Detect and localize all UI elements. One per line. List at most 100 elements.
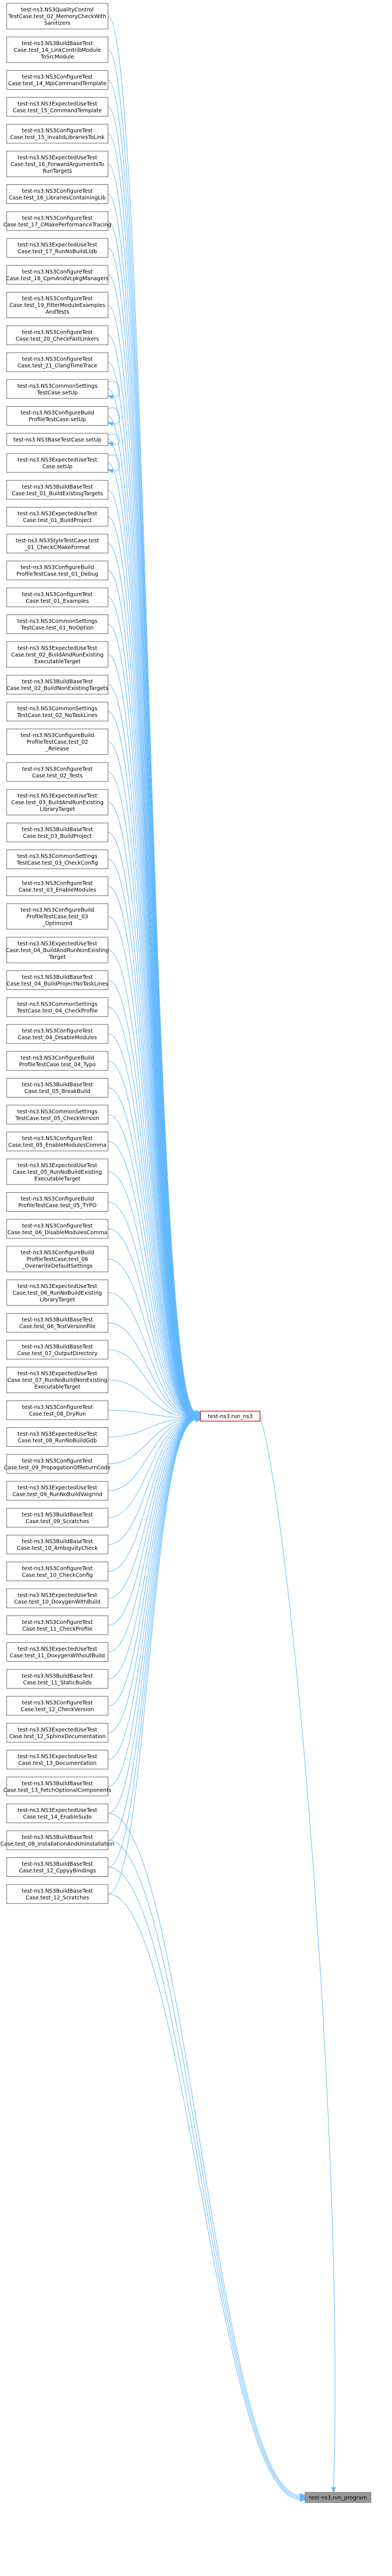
caller-node-test-ns3-ns3commonsettings-testcase-test-03-checkconfig-box — [6, 850, 109, 869]
caller-node-test-ns3-ns3commonsettings-testcase-test-02-notasklines[interactable]: test-ns3.NS3CommonSettingsTestCase.test_… — [6, 701, 109, 721]
caller-node-test-ns3-ns3expectedusetest-case-test-05-runnobuildexisting--box — [6, 1158, 109, 1185]
caller-node-test-ns3-ns3buildbasetest-case-test-07-outputdirectory-label-line: Case.test_07_OutputDirectory — [17, 1350, 98, 1357]
caller-node-test-ns3-ns3buildbasetest-case-test-12-cppyybindings[interactable]: test-ns3.NS3BuildBaseTestCase.test_12_Cp… — [6, 1857, 109, 1877]
self-loop-n13 — [107, 380, 120, 398]
caller-node-test-ns3-ns3configurebuild-profiletestcase-test-02-release[interactable]: test-ns3.NS3ConfigureBuildProfileTestCas… — [6, 729, 109, 755]
caller-node-test-ns3-ns3configuretest-case-test-19-filtermoduleexamples-[interactable]: test-ns3.NS3ConfigureTestCase.test_19_Fi… — [6, 292, 109, 318]
caller-node-test-ns3-ns3buildbasetest-case-test-04-buildprojectnotasklin[interactable]: test-ns3.NS3BuildBaseTestCase.test_04_Bu… — [6, 970, 109, 990]
caller-node-test-ns3-ns3configuretest-case-test-20-checkfastlinkers[interactable]: test-ns3.NS3ConfigureTestCase.test_20_Ch… — [6, 325, 109, 345]
edge-n39-to-run-ns3 — [107, 1114, 197, 1417]
caller-node-test-ns3-ns3configurebuild-profiletestcase-test-02-release-box — [6, 729, 109, 755]
caller-node-test-ns3-ns3configurebuild-profiletestcase-test-06-overwrite[interactable]: test-ns3.NS3ConfigureBuildProfileTestCas… — [6, 1246, 109, 1272]
caller-node-test-ns3-ns3buildbasetest-case-test-10-ambiguitycheck-label-line: test-ns3.NS3BuildBaseTest — [22, 1539, 93, 1545]
caller-node-test-ns3-ns3expectedusetest-case-test-03-buildandrunexisting[interactable]: test-ns3.NS3ExpectedUseTestCase.test_03_… — [6, 789, 109, 816]
caller-node-test-ns3-ns3expectedusetest-case-test-16-forwardargumentsto-[interactable]: test-ns3.NS3ExpectedUseTestCase.test_16_… — [6, 150, 109, 177]
caller-node-test-ns3-ns3configuretest-case-test-01-examples[interactable]: test-ns3.NS3ConfigureTestCase.test_01_Ex… — [6, 587, 109, 607]
caller-node-test-ns3-ns3qualitycontrol-testcase-test-02-memorycheckwith--label-line: TestCase.test_02_MemoryCheckWith — [8, 14, 106, 20]
caller-node-test-ns3-ns3expectedusetest-case-test-13-documentation-box — [6, 1750, 109, 1769]
caller-node-test-ns3-ns3configuretest-case-test-03-enablemodules-label-line: test-ns3.NS3ConfigureTest — [22, 880, 93, 886]
caller-node-test-ns3-ns3configuretest-case-test-16-librariescontainingli-label-line: test-ns3.NS3ConfigureTest — [22, 188, 93, 194]
caller-node-test-ns3-ns3expectedusetest-case-test-09-runnobuildvalgrind[interactable]: test-ns3.NS3ExpectedUseTestCase.test_09_… — [6, 1481, 109, 1501]
caller-node-test-ns3-ns3buildbasetest-case-test-08-installationanduninst-box — [6, 1830, 109, 1850]
caller-node-test-ns3-ns3buildbasetest-case-test-09-scratches[interactable]: test-ns3.NS3BuildBaseTestCase.test_09_Sc… — [6, 1507, 109, 1528]
caller-node-test-ns3-ns3expectedusetest-case-test-15-commandtemplate[interactable]: test-ns3.NS3ExpectedUseTestCase.test_15_… — [6, 97, 109, 117]
caller-node-test-ns3-ns3configuretest-case-test-18-cpmandvcpkgmanagers[interactable]: test-ns3.NS3ConfigureTestCase.test_18_Cp… — [6, 265, 109, 285]
caller-node-test-ns3-ns3expectedusetest-case-test-10-doxygenwithbuild[interactable]: test-ns3.NS3ExpectedUseTestCase.test_10_… — [6, 1588, 109, 1608]
caller-node-test-ns3-ns3expectedusetest-case-test-02-buildandrunexisting[interactable]: test-ns3.NS3ExpectedUseTestCase.test_02_… — [6, 641, 109, 668]
caller-node-test-ns3-ns3expectedusetest-case-test-08-runnobuildgdb[interactable]: test-ns3.NS3ExpectedUseTestCase.test_08_… — [6, 1427, 109, 1447]
caller-node-test-ns3-ns3commonsettings-testcase-test-01-nooption[interactable]: test-ns3.NS3CommonSettingsTestCase.test_… — [6, 614, 109, 634]
caller-node-test-ns3-ns3configuretest-case-test-11-checkprofile[interactable]: test-ns3.NS3ConfigureTestCase.test_11_Ch… — [6, 1615, 109, 1635]
caller-node-test-ns3-ns3buildbasetest-case-test-07-outputdirectory[interactable]: test-ns3.NS3BuildBaseTestCase.test_07_Ou… — [6, 1340, 109, 1360]
caller-node-test-ns3-ns3configuretest-case-test-08-dryrun[interactable]: test-ns3.NS3ConfigureTestCase.test_08_Dr… — [6, 1400, 109, 1420]
caller-node-test-ns3-ns3configuretest-case-test-15-invalidlibrariestolin[interactable]: test-ns3.NS3ConfigureTestCase.test_15_In… — [6, 124, 109, 144]
caller-node-test-ns3-ns3expectedusetest-case-test-05-runnobuildexisting--label-line: ExecutableTarget — [35, 1176, 81, 1182]
caller-node-test-ns3-ns3buildbasetest-case-test-01-buildexistingtargets[interactable]: test-ns3.NS3BuildBaseTestCase.test_01_Bu… — [6, 480, 109, 500]
caller-node-test-ns3-ns3configuretest-case-test-17-cmakeperformancetraci[interactable]: test-ns3.NS3ConfigureTestCase.test_17_CM… — [3, 211, 111, 231]
caller-node-test-ns3-ns3buildbasetest-case-test-05-breakbuild-label-line: test-ns3.NS3BuildBaseTest — [22, 1082, 93, 1088]
caller-node-test-ns3-ns3configuretest-case-test-10-checkconfig[interactable]: test-ns3.NS3ConfigureTestCase.test_10_Ch… — [6, 1562, 109, 1582]
caller-node-test-ns3-ns3buildbasetest-case-test-09-scratches-box — [6, 1507, 109, 1528]
caller-node-test-ns3-ns3buildbasetest-case-test-03-buildproject[interactable]: test-ns3.NS3BuildBaseTestCase.test_03_Bu… — [6, 822, 109, 842]
caller-node-test-ns3-ns3configuretest-case-test-19-filtermoduleexamples--label-line: Case.test_19_FilterModuleExamples — [9, 303, 105, 309]
caller-node-test-ns3-ns3expectedusetest-case-test-07-runnobuildnonexisti[interactable]: test-ns3.NS3ExpectedUseTestCase.test_07_… — [6, 1367, 109, 1393]
caller-node-test-ns3-ns3buildbasetest-case-test-12-scratches[interactable]: test-ns3.NS3BuildBaseTestCase.test_12_Sc… — [6, 1884, 109, 1904]
caller-node-test-ns3-ns3configurebuild-profiletestcase-test-03-optimized[interactable]: test-ns3.NS3ConfigureBuildProfileTestCas… — [6, 903, 109, 930]
caller-node-test-ns3-ns3expectedusetest-case-test-01-buildproject[interactable]: test-ns3.NS3ExpectedUseTestCase.test_01_… — [6, 507, 109, 526]
self-loop-arrowhead-n13 — [107, 394, 114, 400]
caller-node-test-ns3-ns3expectedusetest-case-test-11-doxygenwithoutbuild[interactable]: test-ns3.NS3ExpectedUseTestCase.test_11_… — [6, 1642, 109, 1662]
caller-node-test-ns3-ns3configurebuild-profiletestcase-test-01-debug-label-line: test-ns3.NS3ConfigureBuild — [21, 565, 94, 571]
caller-node-test-ns3-ns3configurebuild-profiletestcase-setup[interactable]: test-ns3.NS3ConfigureBuildProfileTestCas… — [6, 406, 109, 426]
caller-node-test-ns3-ns3expectedusetest-case-test-04-buildandrunnonexist[interactable]: test-ns3.NS3ExpectedUseTestCase.test_04_… — [6, 936, 109, 963]
caller-node-test-ns3-ns3buildbasetest-case-test-14-linkcontribmodule-tos[interactable]: test-ns3.NS3BuildBaseTestCase.test_14_Li… — [6, 36, 109, 63]
caller-node-test-ns3-ns3configurebuild-profiletestcase-test-01-debug[interactable]: test-ns3.NS3ConfigureBuildProfileTestCas… — [6, 560, 109, 580]
caller-node-test-ns3-ns3buildbasetest-case-test-02-buildnonexistingtarge[interactable]: test-ns3.NS3BuildBaseTestCase.test_02_Bu… — [6, 675, 109, 695]
caller-node-test-ns3-ns3buildbasetest-case-test-10-ambiguitycheck[interactable]: test-ns3.NS3BuildBaseTestCase.test_10_Am… — [6, 1535, 109, 1554]
caller-node-test-ns3-ns3expectedusetest-case-test-14-enablesudo[interactable]: test-ns3.NS3ExpectedUseTestCase.test_14_… — [6, 1803, 109, 1823]
caller-node-test-ns3-ns3configuretest-case-test-05-enablemodulescomma[interactable]: test-ns3.NS3ConfigureTestCase.test_05_En… — [6, 1131, 109, 1152]
run-program-node[interactable]: test-ns3.run_program — [305, 2492, 371, 2503]
caller-node-test-ns3-ns3configurebuild-profiletestcase-test-03-optimized-box — [6, 903, 109, 930]
edge-n40-to-run-ns3 — [107, 1141, 197, 1417]
caller-node-test-ns3-ns3expectedusetest-case-test-17-runnobuildlldb[interactable]: test-ns3.NS3ExpectedUseTestCase.test_17_… — [6, 238, 109, 258]
caller-node-test-ns3-ns3configuretest-case-test-12-checkversion[interactable]: test-ns3.NS3ConfigureTestCase.test_12_Ch… — [6, 1696, 109, 1716]
caller-node-test-ns3-ns3basetestcase-setup[interactable]: test-ns3.NS3BaseTestCase.setUp — [6, 433, 109, 446]
caller-node-test-ns3-ns3configuretest-case-test-21-clangtimetrace-label-line: test-ns3.NS3ConfigureTest — [22, 357, 93, 363]
caller-node-test-ns3-ns3commonsettings-testcase-test-03-checkconfig[interactable]: test-ns3.NS3CommonSettingsTestCase.test_… — [6, 850, 109, 869]
caller-node-test-ns3-ns3styletestcase-test-01-checkcmakeformat[interactable]: test-ns3.NS3StyleTestCase.test_01_CheckC… — [6, 534, 109, 554]
caller-node-test-ns3-ns3buildbasetest-case-test-06-testversionfile-label-line: Case.test_06_TestVersionFile — [19, 1324, 96, 1330]
caller-node-test-ns3-ns3configuretest-case-test-12-checkversion-label-line: test-ns3.NS3ConfigureTest — [22, 1700, 93, 1706]
run-program-node-box — [305, 2492, 371, 2503]
caller-node-test-ns3-ns3buildbasetest-case-test-14-linkcontribmodule-tos-label-line: test-ns3.NS3BuildBaseTest — [22, 41, 93, 47]
caller-node-test-ns3-ns3expectedusetest-case-test-05-runnobuildexisting-[interactable]: test-ns3.NS3ExpectedUseTestCase.test_05_… — [6, 1158, 109, 1185]
caller-node-test-ns3-ns3expectedusetest-case-test-12-sphinxdocumentation[interactable]: test-ns3.NS3ExpectedUseTestCase.test_12_… — [6, 1723, 109, 1743]
caller-node-test-ns3-ns3expectedusetest-case-test-13-documentation[interactable]: test-ns3.NS3ExpectedUseTestCase.test_13_… — [6, 1750, 109, 1769]
caller-node-test-ns3-ns3configuretest-case-test-19-filtermoduleexamples--box — [6, 292, 109, 318]
caller-node-test-ns3-ns3configuretest-case-test-09-propagationofreturnco-label-line: Case.test_09_PropagationOfReturnCode — [4, 1465, 111, 1471]
caller-node-test-ns3-ns3buildbasetest-case-test-08-installationanduninst[interactable]: test-ns3.NS3BuildBaseTestCase.test_08_In… — [1, 1830, 115, 1850]
caller-node-test-ns3-ns3commonsettings-testcase-test-05-checkversion[interactable]: test-ns3.NS3CommonSettingsTestCase.test_… — [6, 1105, 109, 1125]
caller-node-test-ns3-ns3configuretest-case-test-16-librariescontainingli[interactable]: test-ns3.NS3ConfigureTestCase.test_16_Li… — [6, 184, 109, 204]
caller-node-test-ns3-ns3expectedusetest-case-test-02-buildandrunexisting-label-line: test-ns3.NS3ExpectedUseTest — [17, 645, 97, 651]
caller-node-test-ns3-ns3configuretest-case-test-14-mpicommandtemplate[interactable]: test-ns3.NS3ConfigureTestCase.test_14_Mp… — [6, 70, 109, 90]
caller-node-test-ns3-ns3configurebuild-profiletestcase-test-05-typo[interactable]: test-ns3.NS3ConfigureBuildProfileTestCas… — [6, 1192, 109, 1212]
caller-node-test-ns3-ns3buildbasetest-case-test-05-breakbuild[interactable]: test-ns3.NS3BuildBaseTestCase.test_05_Br… — [6, 1078, 109, 1097]
caller-node-test-ns3-ns3configuretest-case-test-06-disablemodulescomma[interactable]: test-ns3.NS3ConfigureTestCase.test_06_Di… — [6, 1219, 109, 1239]
caller-node-test-ns3-ns3configuretest-case-test-21-clangtimetrace[interactable]: test-ns3.NS3ConfigureTestCase.test_21_Cl… — [6, 352, 109, 372]
caller-node-test-ns3-ns3buildbasetest-case-test-13-fetchoptionalcomponen[interactable]: test-ns3.NS3BuildBaseTestCase.test_13_Fe… — [3, 1777, 111, 1797]
caller-node-test-ns3-ns3configuretest-case-test-09-propagationofreturnco[interactable]: test-ns3.NS3ConfigureTestCase.test_09_Pr… — [4, 1454, 111, 1474]
caller-node-test-ns3-ns3configuretest-case-test-02-tests[interactable]: test-ns3.NS3ConfigureTestCase.test_02_Te… — [6, 762, 109, 782]
caller-node-test-ns3-ns3expectedusetest-case-test-06-runnobuildexisting-[interactable]: test-ns3.NS3ExpectedUseTestCase.test_06_… — [6, 1279, 109, 1306]
caller-node-test-ns3-ns3buildbasetest-case-test-06-testversionfile[interactable]: test-ns3.NS3BuildBaseTestCase.test_06_Te… — [6, 1313, 109, 1333]
caller-node-test-ns3-ns3configurebuild-profiletestcase-test-04-typo[interactable]: test-ns3.NS3ConfigureBuildProfileTestCas… — [6, 1051, 109, 1071]
caller-node-test-ns3-ns3buildbasetest-case-test-11-staticbuilds[interactable]: test-ns3.NS3BuildBaseTestCase.test_11_St… — [6, 1669, 109, 1689]
caller-node-test-ns3-ns3configuretest-case-test-03-enablemodules[interactable]: test-ns3.NS3ConfigureTestCase.test_03_En… — [6, 876, 109, 896]
edge-n42-to-run-ns3 — [107, 1202, 197, 1418]
caller-node-test-ns3-ns3qualitycontrol-testcase-test-02-memorycheckwith-[interactable]: test-ns3.NS3QualityControlTestCase.test_… — [6, 3, 109, 30]
caller-node-test-ns3-ns3configuretest-case-test-04-disablemodules[interactable]: test-ns3.NS3ConfigureTestCase.test_04_Di… — [6, 1024, 109, 1044]
caller-node-test-ns3-ns3commonsettings-testcase-test-04-checkprofile[interactable]: test-ns3.NS3CommonSettingsTestCase.test_… — [6, 997, 109, 1017]
run-ns3-node[interactable]: test-ns3.run_ns3 — [200, 1411, 261, 1422]
edge-n58-to-run-ns3 — [107, 1418, 197, 1652]
